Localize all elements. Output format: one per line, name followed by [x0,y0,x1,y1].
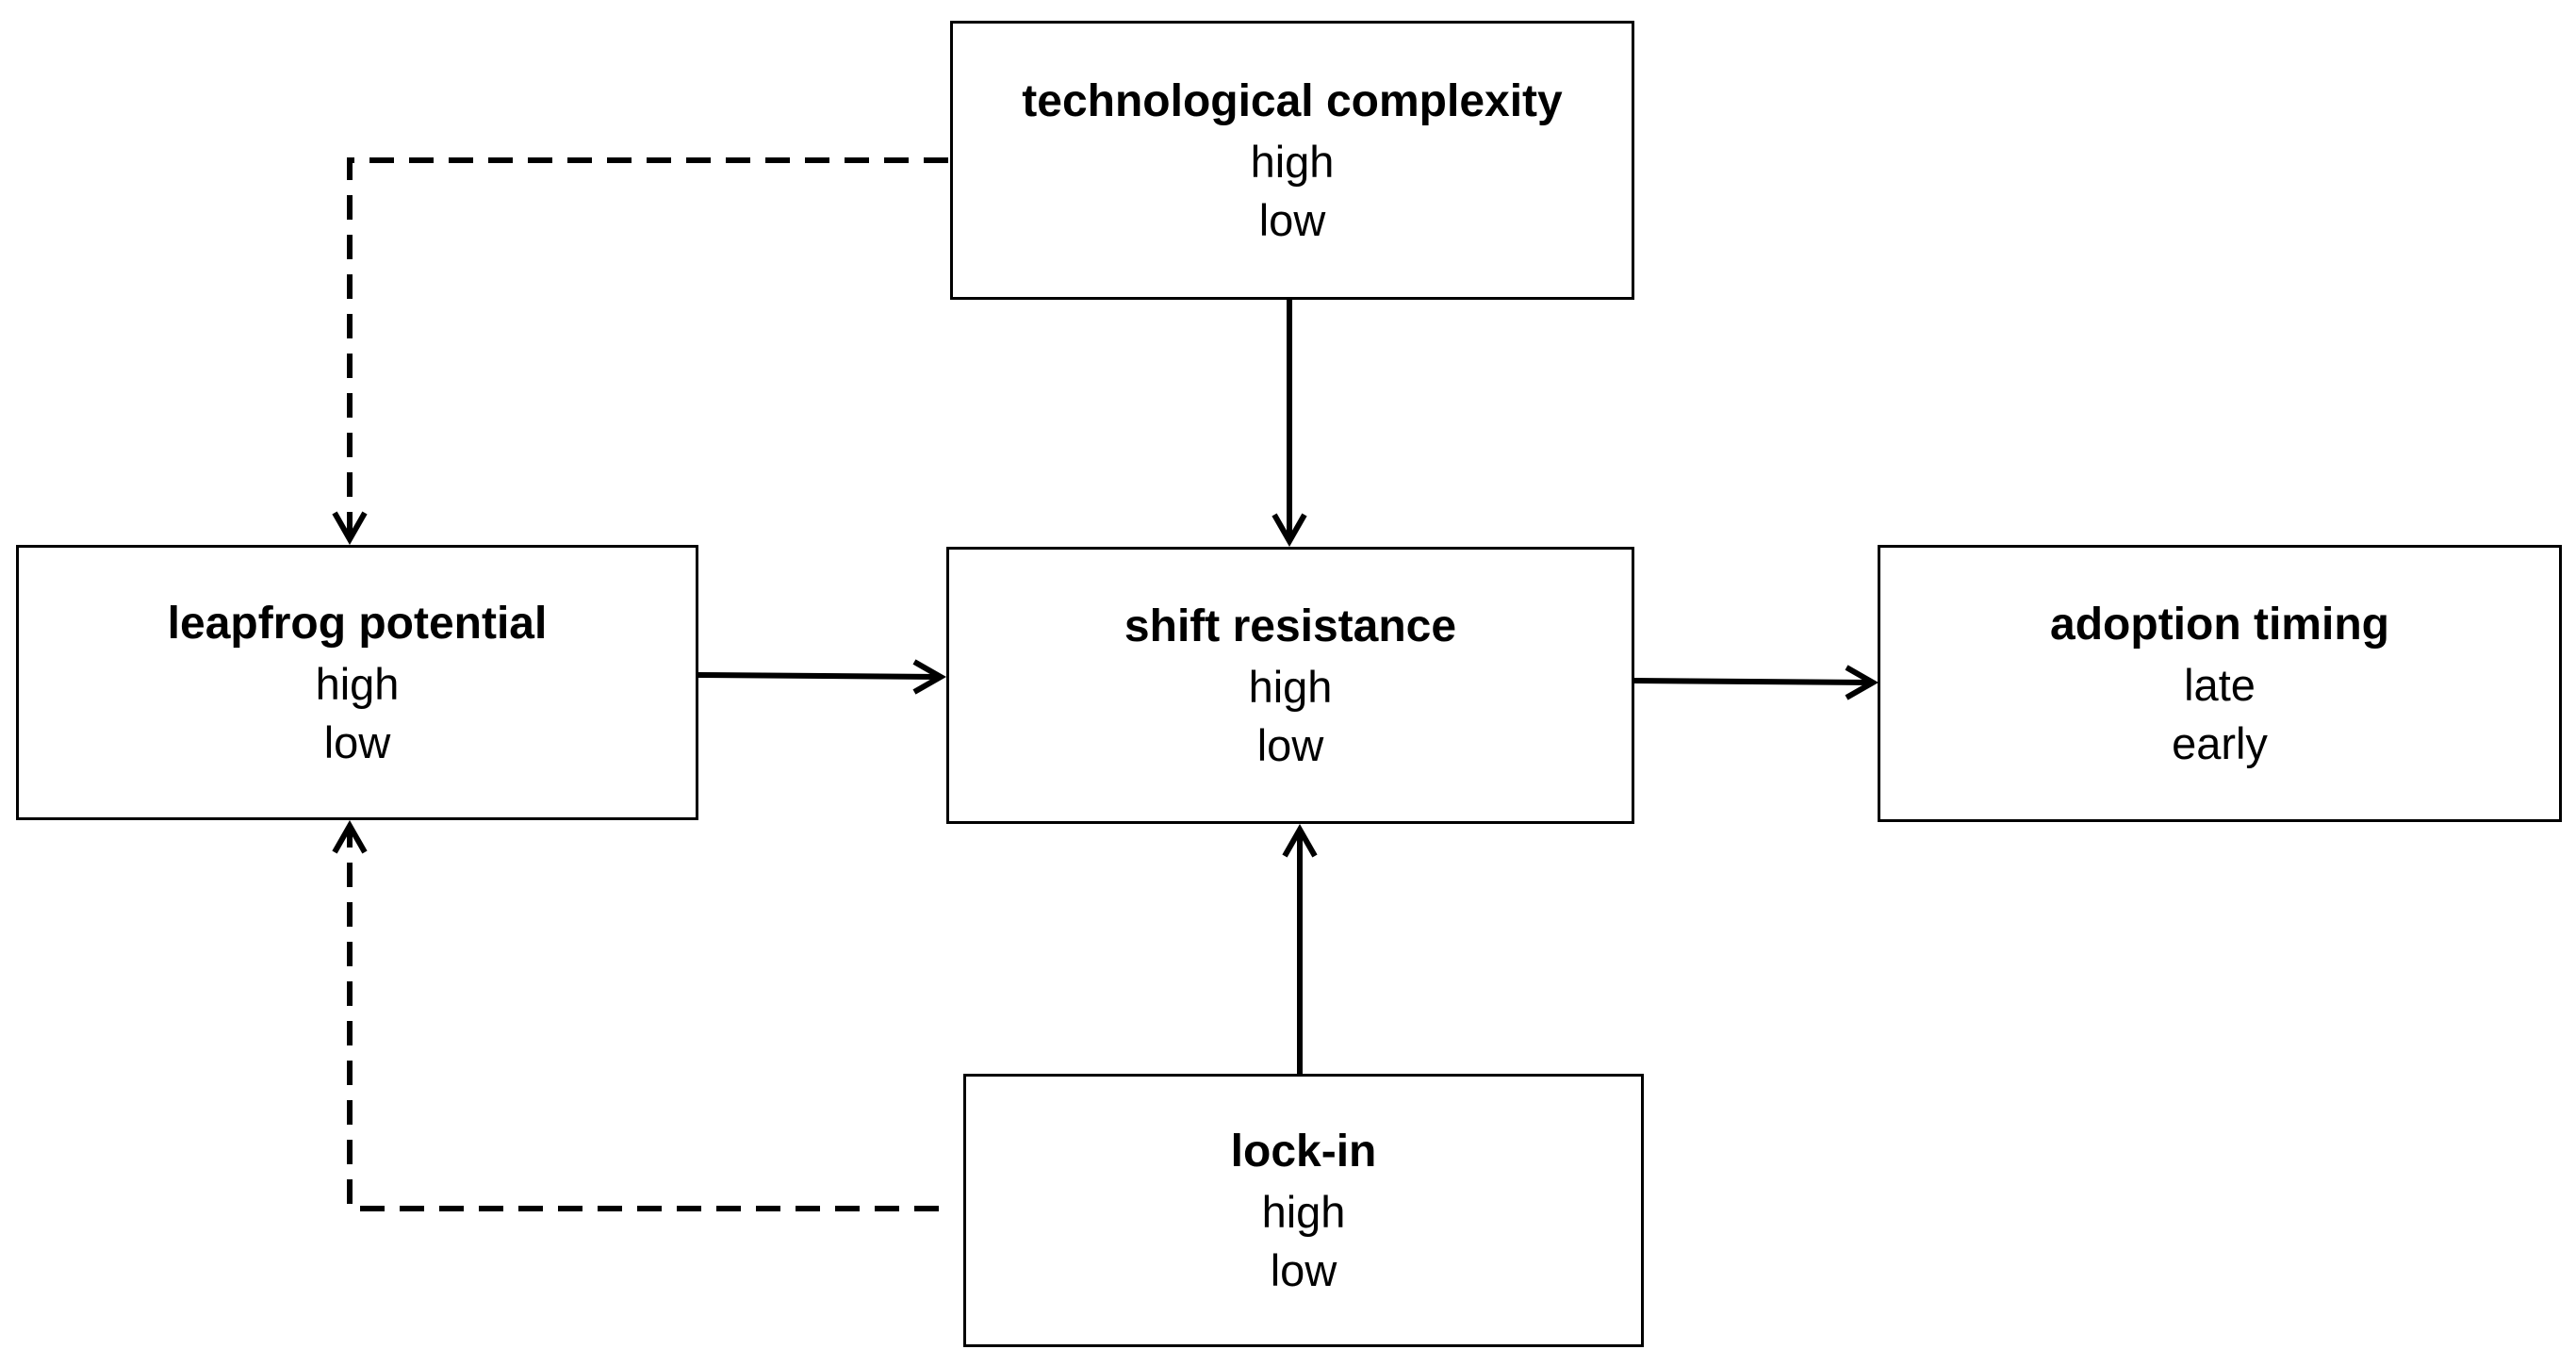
edge-leap-to-shift [697,672,940,680]
node-title: leapfrog potential [167,599,548,649]
edge-tech-to-leap-arrowhead [332,511,368,546]
node-level-high: high [1261,1187,1346,1237]
edge-lockin-to-shift-arrowhead [1282,823,1318,858]
edge-shift-to-adopt-arrowhead [1845,665,1879,700]
node-level-early: early [2172,718,2268,768]
node-title: shift resistance [1124,601,1457,651]
node-level-late: late [2184,660,2256,710]
node-technological-complexity: technological complexity high low [950,21,1634,300]
node-lock-in: lock-in high low [963,1074,1644,1347]
node-leapfrog-potential: leapfrog potential high low [16,545,698,820]
edge-tech-to-leap-dashed [347,157,948,537]
edge-tech-to-shift-arrowhead [1272,513,1307,548]
node-adoption-timing: adoption timing late early [1878,545,2562,822]
edge-lockin-to-leap-arrowhead [332,819,368,854]
node-level-low: low [323,717,391,767]
node-level-high: high [1250,137,1335,187]
node-level-low: low [1256,720,1324,770]
node-level-low: low [1270,1245,1337,1295]
edge-leap-to-shift-arrowhead [912,659,947,695]
node-level-high: high [1248,662,1333,712]
edge-shift-to-adopt [1633,678,1872,685]
node-title: lock-in [1230,1127,1377,1177]
node-shift-resistance: shift resistance high low [946,547,1634,824]
node-title: adoption timing [2050,600,2389,650]
edge-lockin-to-leap-dashed [347,828,939,1211]
node-title: technological complexity [1022,76,1563,126]
node-level-low: low [1258,195,1326,245]
node-level-high: high [315,659,400,709]
